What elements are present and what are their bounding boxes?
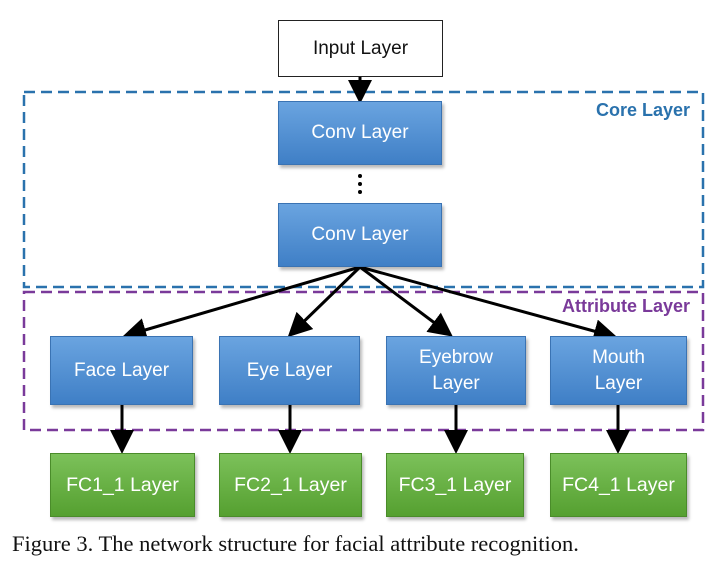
fc4-layer-node: FC4_1 Layer xyxy=(550,453,687,517)
eye-layer-node: Eye Layer xyxy=(219,336,360,405)
figure-caption: Figure 3. The network structure for faci… xyxy=(12,531,579,556)
conv-layer-node-2: Conv Layer xyxy=(278,203,442,267)
arrow-conv-to-face xyxy=(122,265,361,342)
fc2-layer-node: FC2_1 Layer xyxy=(219,453,362,517)
core-layer-region xyxy=(22,90,705,289)
mouth-layer-node: Mouth Layer xyxy=(550,336,687,405)
core-layer-label: Core Layer xyxy=(595,100,690,120)
arrow-conv-to-eyebrow xyxy=(359,265,453,337)
face-layer-node: Face Layer xyxy=(50,336,193,405)
ellipsis-dots xyxy=(358,174,362,194)
input-layer-node: Input Layer xyxy=(278,20,443,77)
conv-layer-node-1: Conv Layer xyxy=(278,101,442,165)
fc1-layer-node: FC1_1 Layer xyxy=(50,453,195,517)
arrow-conv-to-eye xyxy=(287,265,362,338)
attribute-layer-region xyxy=(22,290,705,432)
arrow-conv-to-mouth xyxy=(359,265,618,343)
eyebrow-layer-node: Eyebrow Layer xyxy=(386,336,526,405)
attribute-layer-label: Attribute Layer xyxy=(561,296,690,316)
fc3-layer-node: FC3_1 Layer xyxy=(386,453,524,517)
